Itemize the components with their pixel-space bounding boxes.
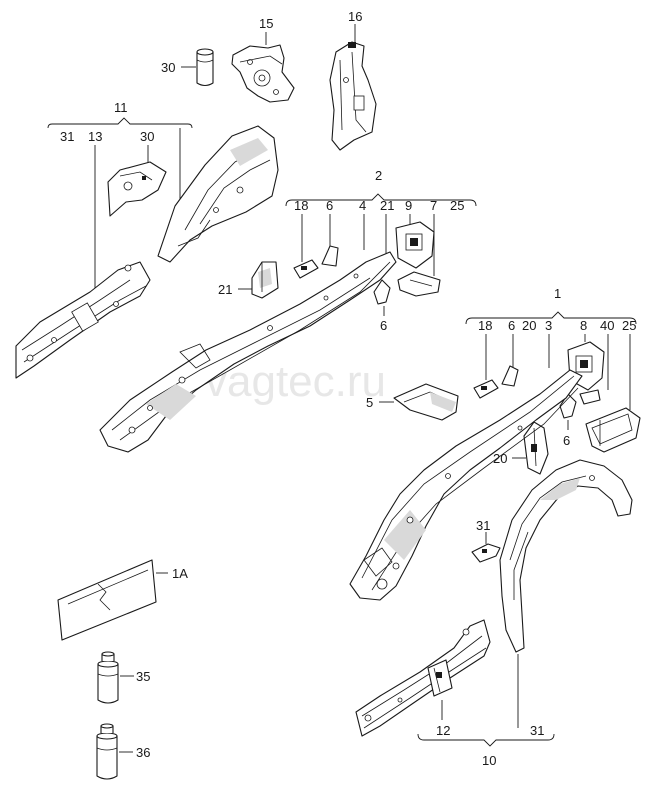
label-6-mid: 6 [380, 318, 387, 333]
label-8: 8 [580, 318, 587, 333]
part-18-clip-upper [293, 259, 319, 279]
label-4: 4 [359, 198, 366, 213]
part-5-bracket [393, 383, 459, 421]
part-4-longitudinal-member [99, 251, 397, 453]
part-11-wheelhouse-upper [157, 125, 279, 263]
part-6-piece-mid [373, 279, 391, 305]
label-16: 16 [348, 9, 362, 24]
label-30-top: 30 [161, 60, 175, 75]
part-30-panel [107, 161, 167, 217]
label-21-left: 21 [218, 282, 232, 297]
label-2: 2 [375, 168, 382, 183]
label-10: 10 [482, 753, 496, 768]
label-6-lower: 6 [563, 433, 570, 448]
part-21-gusset [251, 261, 279, 299]
label-7: 7 [430, 198, 437, 213]
part-12-sill [355, 619, 491, 737]
label-18-upper: 18 [294, 198, 308, 213]
label-3: 3 [545, 318, 552, 333]
label-25-lower: 25 [622, 318, 636, 333]
part-35-can [97, 651, 119, 704]
bracket-10 [417, 733, 555, 747]
label-1: 1 [554, 286, 561, 301]
label-12: 12 [436, 723, 450, 738]
bracket-1 [465, 311, 637, 325]
part-13-side-rail [15, 261, 151, 379]
part-3-longitudinal-member [349, 369, 583, 601]
label-31-lower: 31 [530, 723, 544, 738]
part-25-channel [585, 407, 641, 453]
label-20-left: 20 [493, 451, 507, 466]
label-35: 35 [136, 669, 150, 684]
part-16-pillar-bracket [329, 41, 377, 151]
label-6-upper: 6 [326, 198, 333, 213]
label-5: 5 [366, 395, 373, 410]
part-1A-sealing-sheet [57, 559, 157, 641]
label-31-clip: 31 [476, 518, 490, 533]
part-20-bracket [523, 421, 549, 475]
part-18-clip-lower [473, 379, 499, 399]
part-31-clip [471, 543, 501, 563]
part-40-tab [579, 389, 601, 405]
bracket-2 [285, 193, 477, 207]
part-7-bracket [397, 271, 441, 297]
part-6-piece-upper [321, 245, 339, 267]
part-10-wheelhouse-lower [499, 459, 633, 653]
label-13: 13 [88, 129, 102, 144]
watermark: vagtec.ru [205, 357, 386, 406]
label-31-left: 31 [60, 129, 74, 144]
part-36-can [96, 723, 118, 780]
label-21-upper: 21 [380, 198, 394, 213]
label-36: 36 [136, 745, 150, 760]
bracket-11 [47, 117, 193, 129]
part-9-plate [395, 221, 435, 269]
part-6-piece-lower-top [501, 365, 519, 387]
label-18-lower: 18 [478, 318, 492, 333]
part-15-bracket [231, 44, 295, 103]
label-40: 40 [600, 318, 614, 333]
label-30-mid: 30 [140, 129, 154, 144]
label-1A: 1A [172, 566, 188, 581]
label-11: 11 [114, 100, 128, 115]
part-30-cap [196, 48, 214, 87]
label-6-lower-top: 6 [508, 318, 515, 333]
label-15: 15 [259, 16, 273, 31]
label-9: 9 [405, 198, 412, 213]
label-20-top: 20 [522, 318, 536, 333]
label-25-upper: 25 [450, 198, 464, 213]
